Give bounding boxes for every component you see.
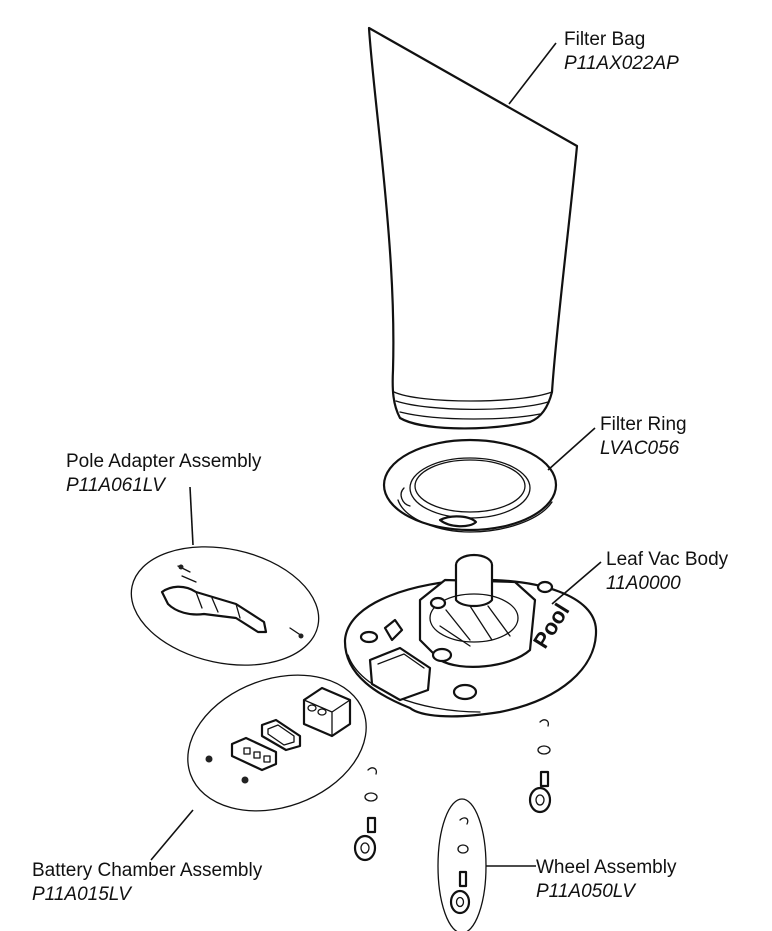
callout-battery-chamber-assembly: Battery Chamber Assembly P11A015LV [32, 860, 263, 905]
pole-adapter-assembly-drawing [130, 546, 320, 666]
callout-filter-ring: Filter Ring LVAC056 [600, 414, 687, 459]
callout-leaf-vac-body: Leaf Vac Body 11A0000 [606, 549, 729, 594]
filter-ring-drawing [382, 438, 558, 533]
callout-part-number: P11AX022AP [564, 53, 679, 74]
callout-title: Filter Bag [564, 29, 645, 50]
callout-part-number: 11A0000 [606, 573, 681, 594]
filter-bag-drawing [367, 26, 579, 430]
callout-part-number: P11A050LV [536, 881, 637, 902]
callout-title: Leaf Vac Body [606, 549, 729, 570]
callout-wheel-assembly: Wheel Assembly P11A050LV [536, 857, 677, 902]
leader-pole-adapter [189, 486, 194, 546]
leader-lines [150, 42, 602, 867]
callout-title: Filter Ring [600, 414, 687, 435]
leader-leaf-vac-body [551, 561, 602, 605]
callout-part-number: LVAC056 [600, 438, 680, 459]
battery-chamber-assembly-drawing [187, 674, 367, 812]
callout-part-number: P11A015LV [32, 884, 133, 905]
leader-filter-bag [508, 42, 557, 105]
loose-wheel-right [528, 719, 552, 814]
callout-title: Wheel Assembly [536, 857, 677, 878]
callout-filter-bag: Filter Bag P11AX022AP [564, 29, 679, 74]
callout-part-number: P11A061LV [66, 475, 167, 496]
wheel-assembly-drawing [437, 798, 487, 931]
loose-wheel-left [353, 767, 378, 862]
callout-pole-adapter-assembly: Pole Adapter Assembly P11A061LV [66, 451, 262, 496]
callout-title: Battery Chamber Assembly [32, 860, 263, 881]
leader-filter-ring [547, 427, 596, 471]
leader-battery-chamber [150, 809, 194, 861]
callout-title: Pole Adapter Assembly [66, 451, 262, 472]
leaf-vac-body-drawing: Pool [343, 553, 598, 718]
